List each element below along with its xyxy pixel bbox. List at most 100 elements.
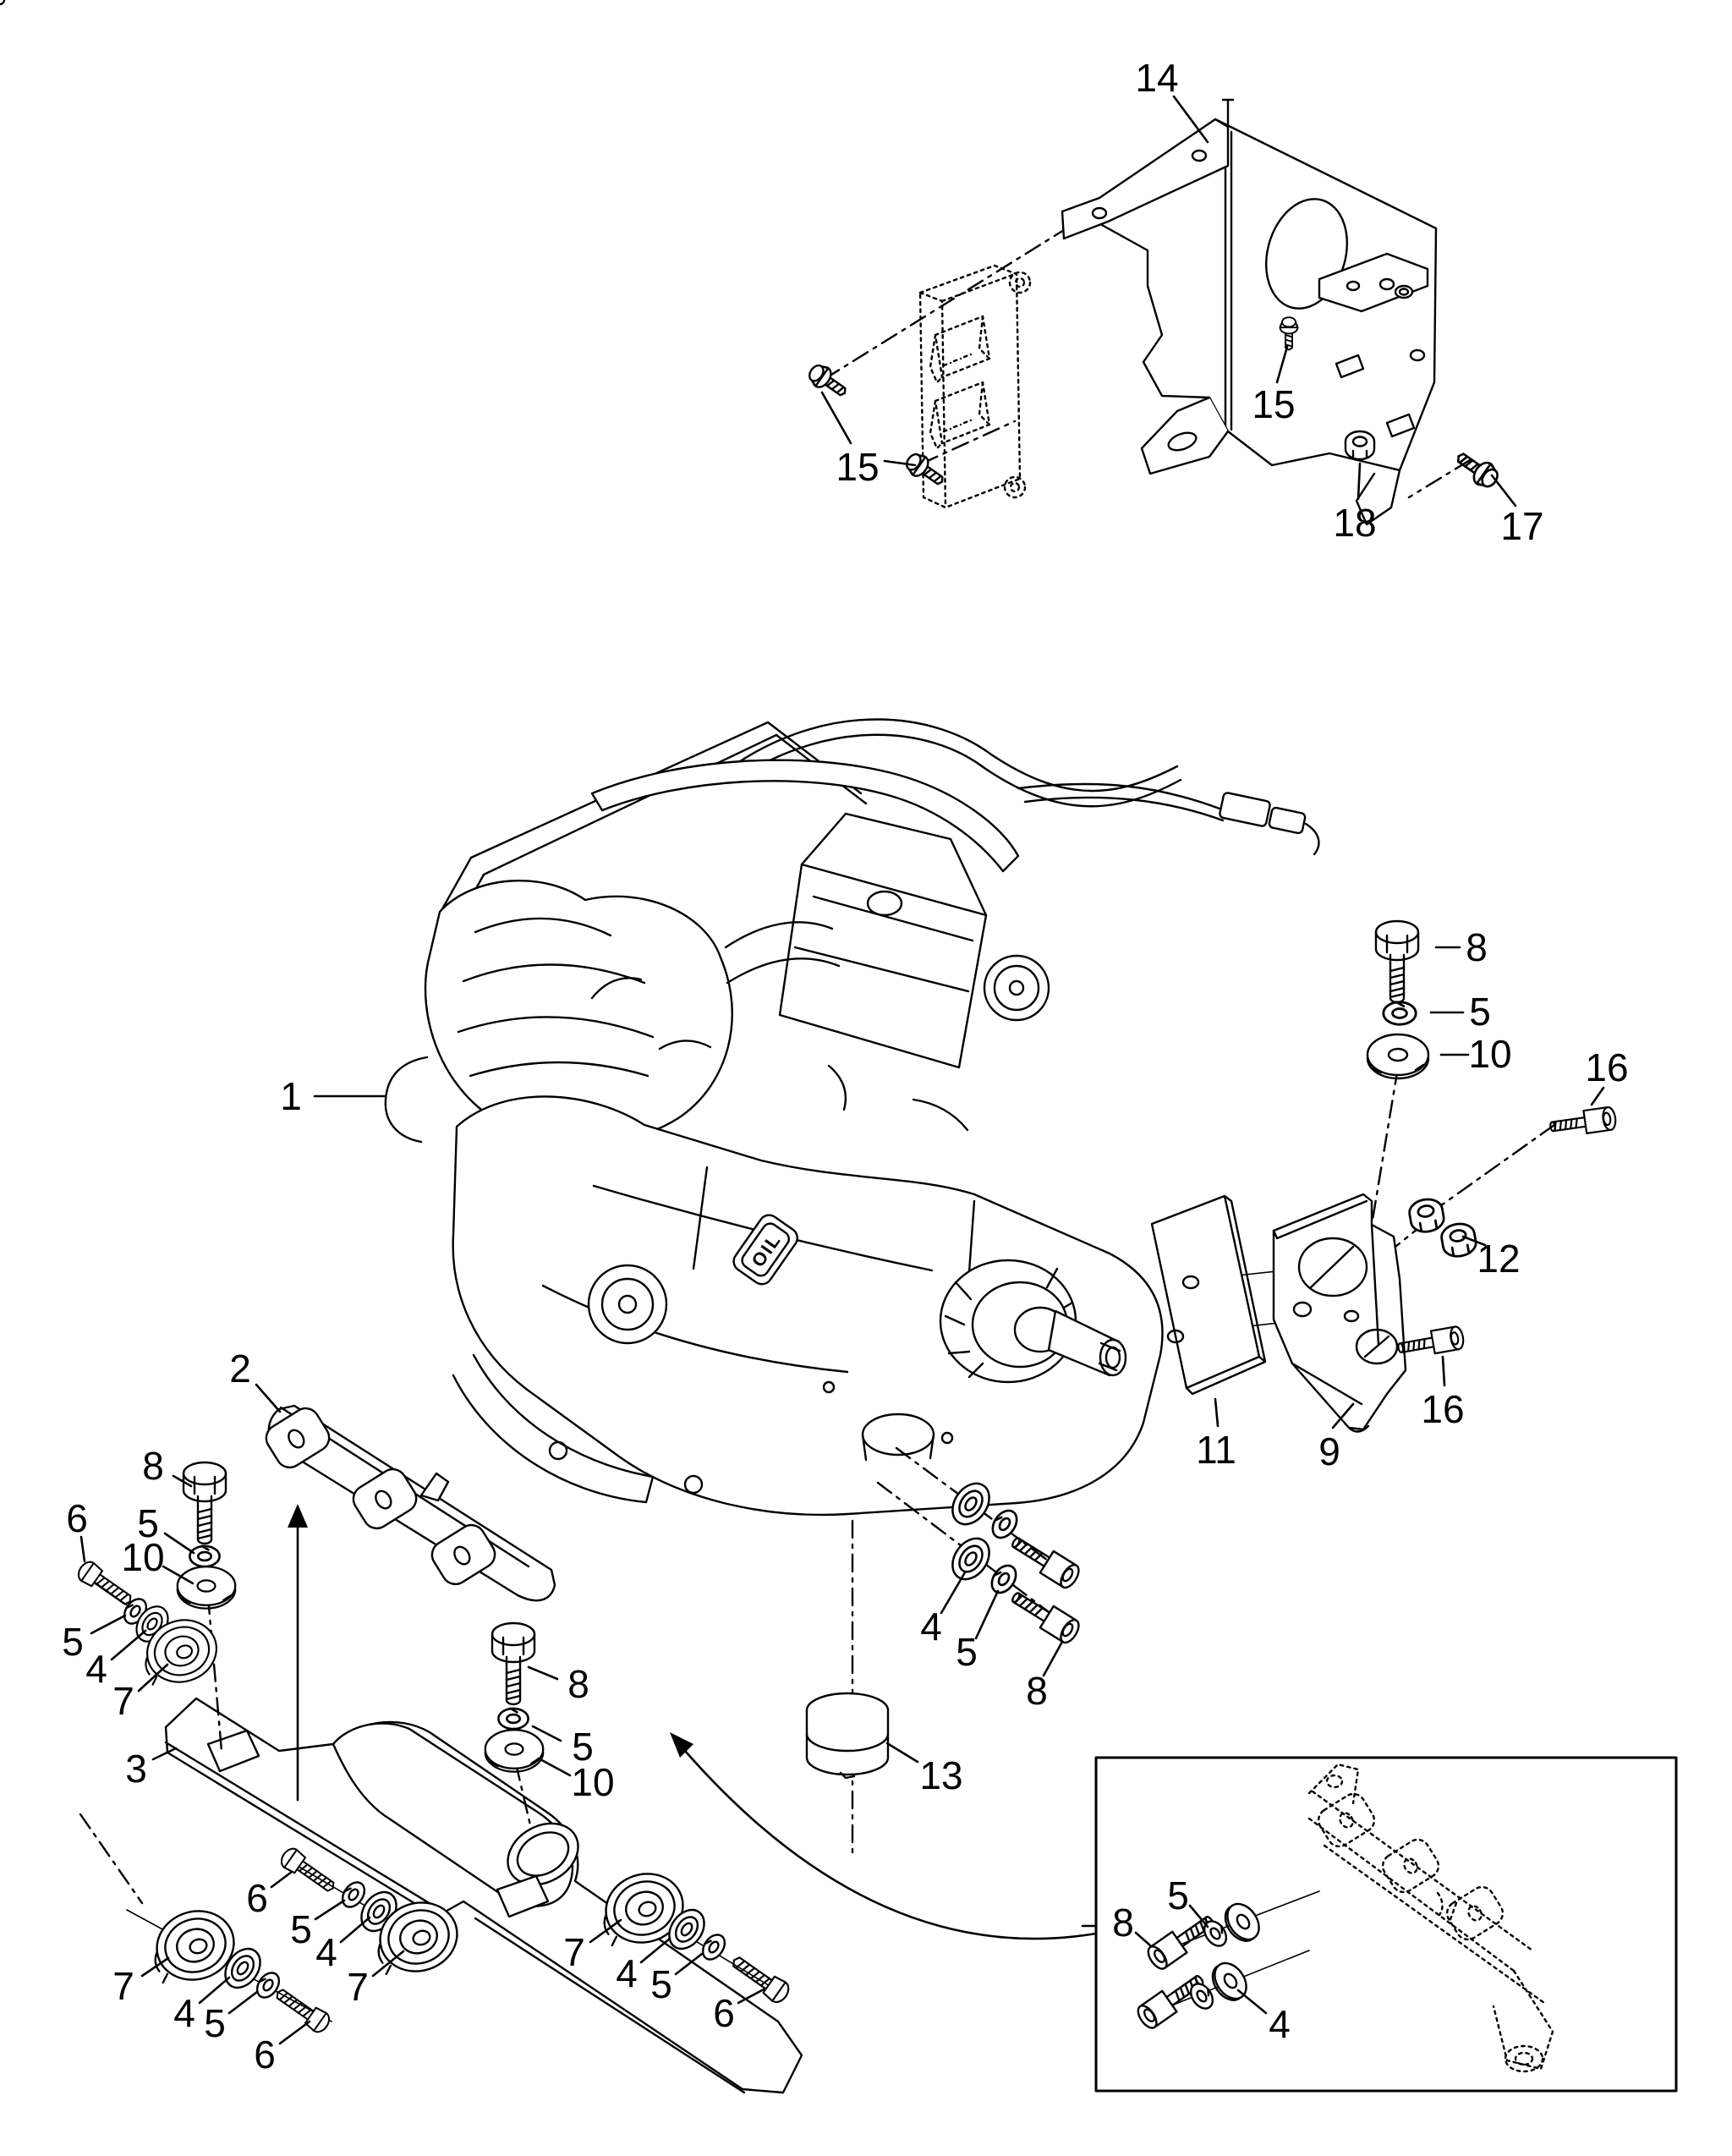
lockwasher-5-left [189,1544,221,1568]
engine-mount-rail-2 [260,1402,556,1602]
callout-1: 1 [280,1074,302,1118]
callout-13-leader [885,1742,919,1764]
callout-8: 8 [1112,1901,1134,1945]
callout-5-leader [674,1952,704,1976]
callout-8: 8 [1466,925,1488,969]
oil-cap: OIL [732,1214,798,1286]
callout-15-leader [883,459,917,467]
callout-5: 5 [204,2001,226,2045]
relay-bracket-14 [1061,98,1438,526]
inset-reference-arrow [673,1737,1098,1940]
callout-10: 10 [121,1535,164,1579]
callout-7: 7 [112,1679,134,1723]
engine-assembly: OIL [0,0,1320,1517]
callout-6: 6 [66,1496,88,1540]
callout-8-leader [172,1474,193,1488]
callout-8-leader [527,1665,559,1681]
callout-3-leader [151,1747,178,1761]
callout-4: 4 [920,1605,942,1649]
callout-5: 5 [650,1962,672,2006]
callout-17-leader [1490,474,1517,507]
intake-plenum [424,880,733,1144]
callout-5-leader [974,1589,1000,1640]
callout-12: 12 [1477,1237,1520,1281]
mount-plate-11 [1150,1194,1267,1396]
callout-5: 5 [1167,1873,1189,1917]
callout-15-leader [820,391,852,445]
callout-15-leader [1275,345,1289,384]
callout-16: 16 [1585,1045,1628,1089]
engine-left-lug [384,1056,429,1144]
callout-15: 15 [1252,382,1295,426]
callout-8-leader [1134,1931,1152,1947]
callout-18-leader [1357,462,1362,501]
callout-8: 8 [1026,1669,1048,1713]
callout-5-leader [227,1990,259,2015]
callout-10: 10 [1468,1032,1511,1076]
callout-4: 4 [315,1930,337,1974]
callout-7-leader [140,1956,170,1978]
mount-cap-13 [805,1692,890,1780]
lockwasher-5-mid [497,1707,529,1731]
callout-16-leader [1590,1086,1605,1106]
callout-8: 8 [567,1662,589,1706]
ecu-module [918,264,1032,509]
callout-7-leader [589,1918,622,1944]
callout-5-leader [314,1899,346,1921]
callout-10: 10 [571,1760,614,1804]
callout-3: 3 [125,1747,147,1791]
lower-center-hardware [805,1446,1083,1858]
callout-5: 5 [956,1630,978,1674]
callout-5: 5 [137,1501,159,1545]
callout-5: 5 [572,1725,594,1769]
callout-4: 4 [85,1647,107,1691]
top-bracket-assembly [803,98,1504,526]
callout-5: 5 [1469,990,1491,1034]
crankcase [452,1095,1164,1517]
nut-18 [1344,430,1376,461]
callout-11: 11 [1196,1428,1236,1472]
callout-5-leader [90,1614,127,1635]
callout-12-leader [1461,1235,1487,1247]
washer-10-left [176,1566,237,1610]
inset-reference-arrow-head [670,1732,693,1758]
callout-5-leader [1188,1904,1209,1928]
callout-4-leader [940,1571,967,1615]
callout-8-leader [1042,1640,1064,1677]
inset-box-frame [1094,1756,1678,2093]
install-direction-arrow-head [288,1504,308,1528]
support-bracket-3 [164,1697,803,2094]
front-mount-bracket-inset [1307,1763,1554,2073]
callout-6: 6 [246,1876,268,1920]
callout-17: 17 [1500,504,1543,548]
callout-10-leader [162,1565,195,1585]
lower-left-assembly [74,1402,803,2094]
callout-4-leader [1236,1989,1268,2015]
callout-16: 16 [1421,1387,1464,1431]
callout-4: 4 [1269,2002,1291,2046]
callout-11-leader [1214,1397,1220,1428]
output-shaft [939,1259,1127,1384]
callout-9-leader [1331,1402,1355,1429]
callout-5: 5 [62,1620,84,1664]
callout-10-leader [537,1757,572,1777]
callout-6-leader [79,1535,86,1563]
callout-4-leader [198,1976,231,2005]
callout-9: 9 [1318,1429,1340,1473]
callout-8: 8 [142,1444,164,1488]
callout-2: 2 [229,1347,251,1391]
callout-2-leader [255,1383,282,1413]
callout-5-leader [163,1532,195,1555]
callout-6-leader [270,1870,293,1889]
arrow-layer [288,1504,1098,1940]
callout-5: 5 [290,1907,312,1951]
callout-6: 6 [713,1991,735,2035]
callout-15: 15 [836,445,879,489]
callout-7-leader [137,1663,169,1692]
callout-6-leader [737,1988,765,2005]
callout-18: 18 [1333,501,1376,545]
washer-10-right [1366,1033,1430,1080]
